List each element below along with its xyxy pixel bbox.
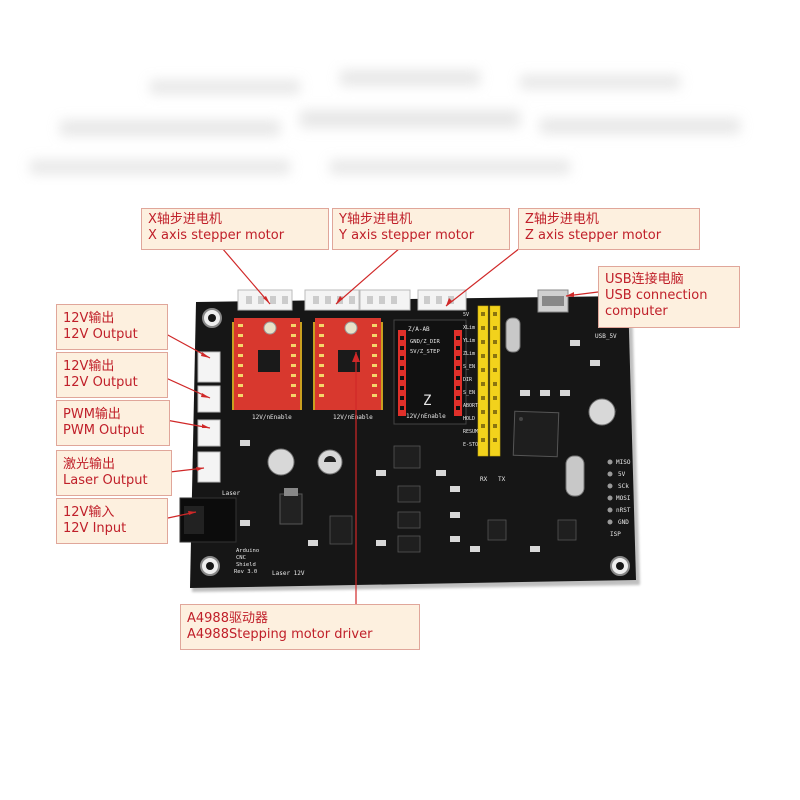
callout-12v-output-1-cn: 12V输出 (63, 311, 115, 326)
crystal (505, 317, 521, 353)
smd-parts (240, 340, 600, 552)
callout-y-motor-en: Y axis stepper motor (339, 228, 475, 243)
callout-12v-input-cn: 12V输入 (63, 505, 115, 520)
silk-usb5v: USB_5V (595, 333, 617, 340)
silk-gnd: GND (618, 519, 629, 526)
side-label: RESUME (463, 429, 481, 435)
callout-a4988-driver: A4988驱动器 A4988Stepping motor driver (180, 604, 420, 650)
callout-a4988-en: A4988Stepping motor driver (187, 627, 373, 642)
side-label: E-STOP (463, 442, 481, 448)
silk-5v-zstep: 5V/Z_STEP (410, 349, 440, 355)
silk-miso: MISO (616, 459, 631, 466)
callout-12v-output-1: 12V输出 12V Output (56, 304, 168, 350)
callout-y-motor-cn: Y轴步进电机 (339, 212, 412, 227)
silk-sck: SCk (618, 483, 629, 490)
silk-shield: Shield (236, 562, 256, 568)
callout-y-motor: Y轴步进电机 Y axis stepper motor (332, 208, 510, 250)
side-label: XLim (463, 325, 475, 331)
y-driver-module (313, 318, 383, 410)
silk-rev: Rev 3.0 (234, 569, 257, 575)
callout-z-motor-en: Z axis stepper motor (525, 228, 662, 243)
callout-x-motor-cn: X轴步进电机 (148, 212, 222, 227)
silk-mosi: MOSI (616, 495, 631, 502)
callout-laser-output-en: Laser Output (63, 473, 148, 488)
silk-x-enable: 12V/nEnable (252, 414, 292, 421)
callout-usb-en1: USB connection (605, 288, 708, 303)
callout-usb: USB连接电脑 USB connection computer (598, 266, 740, 328)
silk-cnc: CNC (236, 555, 246, 561)
callout-a4988-cn: A4988驱动器 (187, 611, 268, 626)
side-label: YLim (463, 338, 475, 344)
callout-12v-output-2-en: 12V Output (63, 375, 138, 390)
side-label: ZLim (463, 351, 475, 357)
silk-isp: ISP (610, 531, 621, 538)
output-connectors (197, 351, 221, 483)
callout-pwm-output-cn: PWM输出 (63, 407, 121, 422)
silk-z: Z (423, 393, 431, 409)
silk-gnd-zdir: GND/Z_DIR (410, 339, 440, 345)
callout-12v-input: 12V输入 12V Input (56, 498, 168, 544)
capacitors (267, 398, 616, 476)
callout-x-motor: X轴步进电机 X axis stepper motor (141, 208, 329, 250)
silk-laser12v: Laser 12V (272, 570, 305, 577)
yellow-headers (477, 305, 501, 457)
z-driver-slot (393, 319, 467, 425)
side-label: HOLD (463, 416, 475, 422)
silk-5v: 5V (618, 471, 626, 478)
silk-nrst: nRST (616, 507, 631, 514)
voltage-regulator (279, 488, 303, 525)
callout-12v-output-1-en: 12V Output (63, 327, 138, 342)
callout-usb-en2: computer (605, 304, 668, 319)
callout-pwm-output-en: PWM Output (63, 423, 145, 438)
silk-z-top: Z/A-AB (408, 326, 430, 333)
side-label: 5V (463, 312, 469, 318)
isp-header (607, 459, 613, 525)
crystal-2 (565, 455, 585, 497)
power-jack (179, 497, 237, 543)
callout-12v-output-2: 12V输出 12V Output (56, 352, 168, 398)
callout-12v-input-en: 12V Input (63, 521, 127, 536)
silk-laser: Laser (222, 490, 240, 497)
background-blur (30, 70, 740, 174)
silk-tx: TX (498, 476, 506, 483)
x-driver-module (232, 318, 302, 410)
silk-arduino: Arduino (236, 548, 259, 554)
usb-connector (537, 289, 569, 313)
callout-laser-output-cn: 激光输出 (63, 457, 116, 472)
side-label: S_EN (463, 364, 475, 370)
callout-z-motor: Z轴步进电机 Z axis stepper motor (518, 208, 700, 250)
silk-y-enable: 12V/nEnable (333, 414, 373, 421)
silk-z-enable: 12V/nEnable (406, 413, 446, 420)
callout-x-motor-en: X axis stepper motor (148, 228, 285, 243)
smd-chips (329, 445, 577, 553)
mcu-chip (512, 410, 560, 458)
callout-pwm-output: PWM输出 PWM Output (56, 400, 170, 446)
side-label: S_EN (463, 390, 475, 396)
callout-laser-output: 激光输出 Laser Output (56, 450, 172, 496)
callout-usb-cn: USB连接电脑 (605, 272, 684, 287)
side-label: DIR (463, 377, 473, 383)
callout-z-motor-cn: Z轴步进电机 (525, 212, 599, 227)
side-label: ABORT (463, 403, 478, 409)
silk-rx: RX (480, 476, 488, 483)
callout-12v-output-2-cn: 12V输出 (63, 359, 115, 374)
